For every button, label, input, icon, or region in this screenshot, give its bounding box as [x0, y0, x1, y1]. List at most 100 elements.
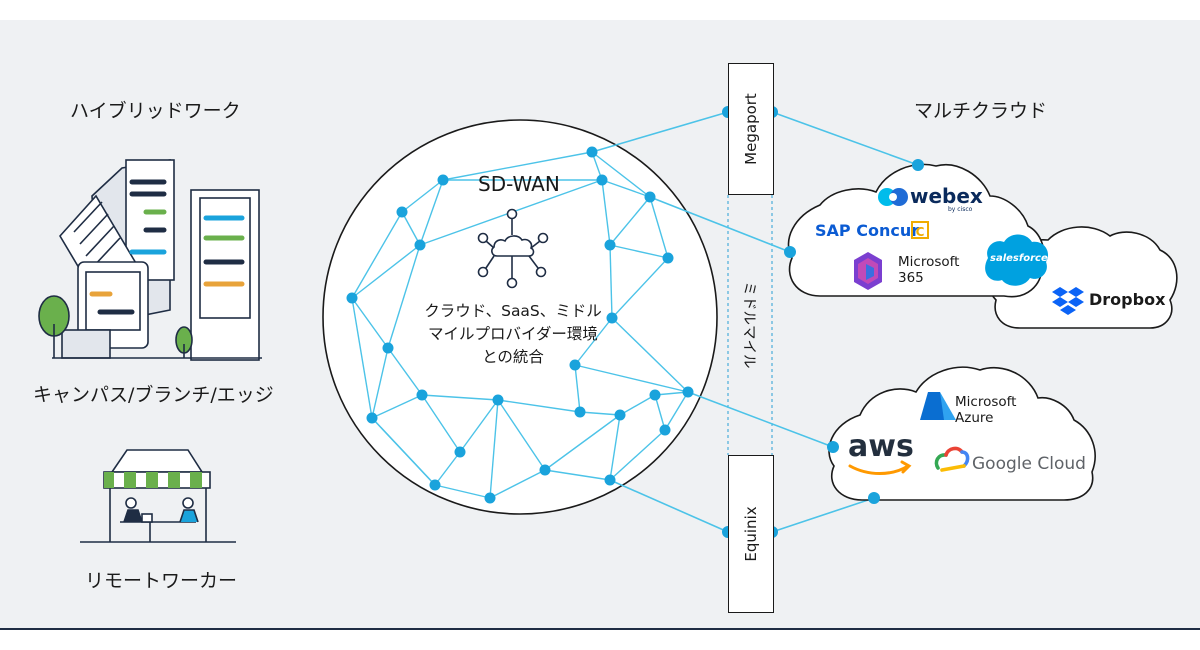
mesh-edge [442, 151, 593, 181]
mesh-edge [619, 394, 656, 416]
equinix-label: Equinix [742, 506, 760, 562]
node-cloud-left [827, 441, 839, 453]
webex-icon [878, 188, 908, 206]
mesh-edge [574, 364, 581, 413]
mesh-node [614, 409, 626, 421]
mesh-node [604, 474, 616, 486]
sap-concur-mark: C [911, 221, 929, 239]
mesh-node [492, 394, 504, 406]
mesh-edge [609, 414, 621, 481]
microsoft-logo-text: Microsoft [898, 254, 960, 270]
link-sdwan-cloud [687, 391, 834, 448]
mesh-edges [351, 151, 689, 499]
mesh-edge [654, 394, 666, 431]
mesh-edge [497, 399, 581, 413]
aws-smile-icon [848, 460, 912, 475]
remote-worker-label: リモートワーカー [85, 570, 238, 592]
mesh-edge [609, 244, 613, 319]
mesh-edge [611, 257, 669, 319]
bottom-divider [0, 628, 1200, 630]
azure-logo-text-line1: Microsoft [955, 394, 1017, 410]
mesh-nodes [346, 146, 694, 504]
microsoft-365-icon [854, 252, 882, 290]
mesh-edge [489, 399, 499, 499]
mesh-edge [371, 347, 389, 419]
mesh-edge [609, 429, 666, 481]
mesh-edge [664, 391, 689, 431]
mesh-edge [649, 196, 669, 259]
mesh-node [596, 174, 608, 186]
mesh-edge [387, 244, 421, 349]
mesh-node [414, 239, 426, 251]
external-links [591, 111, 919, 533]
mesh-node [539, 464, 551, 476]
tree-right-icon [175, 326, 193, 358]
google-cloud-icon [934, 446, 970, 472]
iaas-cloud [828, 366, 1096, 501]
mesh-node [586, 146, 598, 158]
mesh-edge [351, 244, 421, 299]
mesh-edge [601, 179, 611, 246]
mesh-node [644, 191, 656, 203]
webex-logo-text: webex [910, 184, 983, 208]
mesh-node [484, 492, 496, 504]
m365-logo-text: 365 [898, 270, 924, 286]
mesh-edge [371, 394, 423, 419]
cloud-network-icon [477, 208, 549, 289]
mesh-edge [609, 196, 651, 246]
salesforce-logo-text: salesforce [990, 253, 1048, 264]
mesh-edge [544, 414, 621, 471]
mesh-edge [574, 364, 689, 393]
mesh-edge [579, 411, 621, 416]
aws-logo-text: aws [848, 429, 914, 464]
mesh-edge [351, 297, 373, 419]
mesh-edge [371, 417, 436, 486]
mesh-edge [421, 394, 461, 453]
mesh-node [429, 479, 441, 491]
mesh-edge [609, 244, 669, 259]
dropbox-logo-text: Dropbox [1089, 290, 1166, 309]
tree-left-icon [38, 295, 70, 358]
mesh-node [574, 406, 586, 418]
mesh-node [649, 389, 661, 401]
mesh-edge [434, 451, 461, 486]
megaport-box: Megaport [728, 63, 774, 195]
megaport-label: Megaport [742, 93, 760, 165]
mesh-edge [497, 399, 546, 471]
mesh-edge [421, 394, 499, 401]
sap-concur-logo-text: SAP Concur [815, 221, 920, 240]
salesforce-icon [985, 234, 1049, 286]
mesh-node [662, 252, 674, 264]
mesh-node [396, 206, 408, 218]
mesh-node [366, 412, 378, 424]
sdwan-description-line3: との統合 [482, 348, 544, 366]
mesh-edge [544, 469, 611, 481]
mesh-edge [434, 484, 491, 499]
mesh-node [454, 446, 466, 458]
sdwan-description: クラウド、SaaS、ミドル マイルプロバイダー環境 との統合 [410, 300, 616, 369]
azure-logo-text-line2: Azure [955, 410, 994, 426]
mesh-node [659, 424, 671, 436]
microsoft-azure-icon [920, 392, 956, 420]
link-sdwan-saas [649, 196, 791, 253]
hybrid-work-label: ハイブリッドワーク [70, 100, 241, 122]
mesh-edge [401, 211, 421, 246]
mesh-node [437, 174, 449, 186]
link-sdwan-megaport [591, 111, 729, 153]
mesh-node [382, 342, 394, 354]
google-cloud-logo-text: Google Cloud [972, 454, 1086, 474]
mesh-edge [611, 317, 689, 393]
remote-worker-illustration [80, 449, 236, 543]
node-cloud-bottom [868, 492, 880, 504]
campus-branch-edge-label: キャンパス/ブランチ/エッジ [33, 384, 274, 406]
link-equinix-cloud [771, 497, 875, 533]
multicloud-label: マルチクラウド [914, 100, 1048, 122]
mesh-edge [591, 151, 651, 198]
mesh-edge [387, 347, 423, 396]
mesh-edge [419, 179, 444, 246]
node-saas-left [784, 246, 796, 258]
mesh-edge [459, 399, 499, 453]
mesh-edge [489, 469, 546, 499]
link-megaport-saas [771, 111, 919, 166]
